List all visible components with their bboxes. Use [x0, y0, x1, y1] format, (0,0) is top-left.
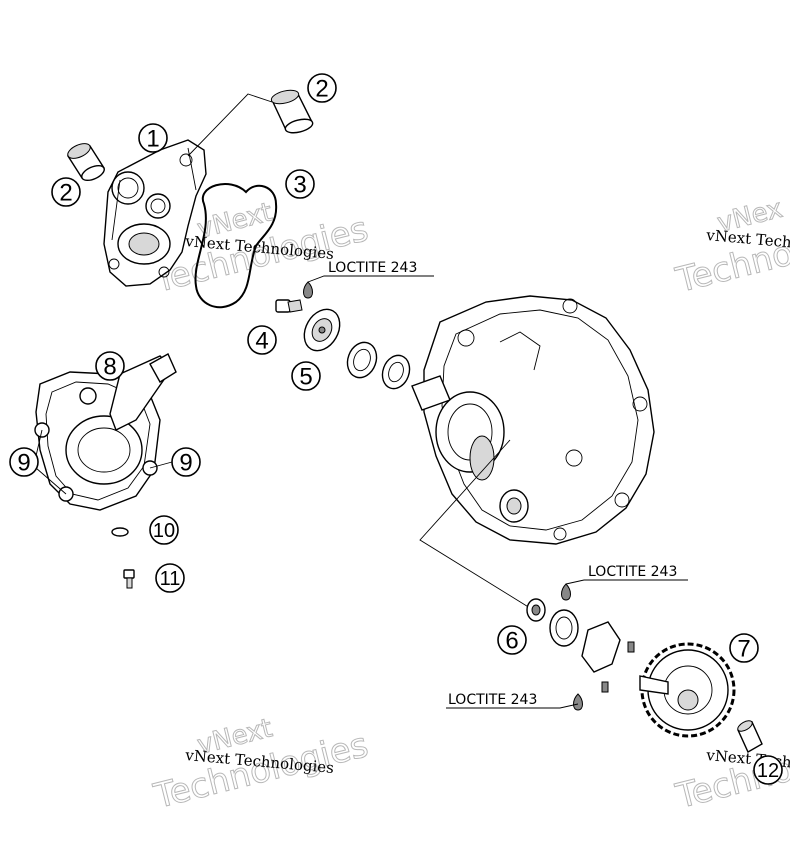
- part-screw-plug: [275, 299, 303, 313]
- leader-6: [419, 439, 531, 609]
- callout-12-label: 12: [757, 760, 779, 782]
- callout-10: 10: [149, 515, 179, 545]
- part-sleeve-left: [66, 143, 106, 182]
- leader-9-right: [149, 461, 173, 469]
- part-seal-ring: [526, 598, 546, 622]
- leader-loctite-2: [565, 579, 688, 585]
- callout-8: 8: [95, 351, 125, 381]
- watermark-group-3: Technologies vNext vNext Technologies: [149, 713, 373, 818]
- callout-9-right-label: 9: [179, 450, 192, 477]
- part-gasket: [581, 621, 621, 673]
- callout-7-label: 7: [737, 636, 750, 663]
- callout-2-top: 2: [307, 73, 337, 103]
- watermark-group-2: Techno vNex vNext Technologies: [671, 193, 790, 301]
- part-small-screw-2: [601, 681, 609, 693]
- callout-12: 12: [753, 755, 783, 785]
- part-small-screw-1: [627, 641, 635, 653]
- callout-8-label: 8: [103, 354, 116, 381]
- callout-5: 5: [291, 361, 321, 391]
- callout-2-top-label: 2: [315, 76, 328, 103]
- loctite-drop-3: [573, 693, 583, 711]
- part-bolt: [123, 569, 135, 589]
- callout-2-left: 2: [51, 177, 81, 207]
- part-o-ring: [194, 183, 278, 309]
- callout-9-right: 9: [171, 447, 201, 477]
- part-pin: [737, 720, 763, 753]
- callout-4: 4: [247, 325, 277, 355]
- callout-6: 6: [497, 625, 527, 655]
- part-impeller: [303, 308, 341, 352]
- part-pump-gear: [639, 642, 736, 738]
- loctite-label-1: LOCTITE 243: [328, 260, 417, 276]
- callout-1-label: 1: [146, 126, 159, 153]
- part-pump-housing: [103, 139, 207, 287]
- callout-1: 1: [138, 123, 168, 153]
- leader-2-top: [187, 93, 273, 157]
- part-bearing: [549, 609, 579, 647]
- part-shaft-seals: [346, 341, 411, 390]
- loctite-label-3: LOCTITE 243: [448, 692, 537, 708]
- leader-loctite-1: [307, 275, 434, 283]
- callout-11: 11: [155, 563, 185, 593]
- callout-6-label: 6: [505, 628, 518, 655]
- callout-4-label: 4: [255, 328, 268, 355]
- callout-9-left: 9: [9, 447, 39, 477]
- callout-2-left-label: 2: [59, 180, 72, 207]
- callout-3-label: 3: [293, 172, 306, 199]
- callout-10-label: 10: [153, 520, 175, 542]
- callout-5-label: 5: [299, 364, 312, 391]
- leader-loctite-3: [446, 703, 579, 709]
- callout-3: 3: [285, 169, 315, 199]
- loctite-drop-2: [561, 583, 571, 601]
- callout-9-left-label: 9: [17, 450, 30, 477]
- leader-9-left: [35, 429, 67, 495]
- loctite-drop-1: [303, 281, 313, 299]
- callout-11-label: 11: [160, 568, 181, 590]
- part-sleeve-top: [270, 89, 314, 134]
- part-clutch-cover: [411, 295, 655, 545]
- callout-7: 7: [729, 633, 759, 663]
- loctite-label-2: LOCTITE 243: [588, 564, 677, 580]
- part-washer: [111, 527, 129, 537]
